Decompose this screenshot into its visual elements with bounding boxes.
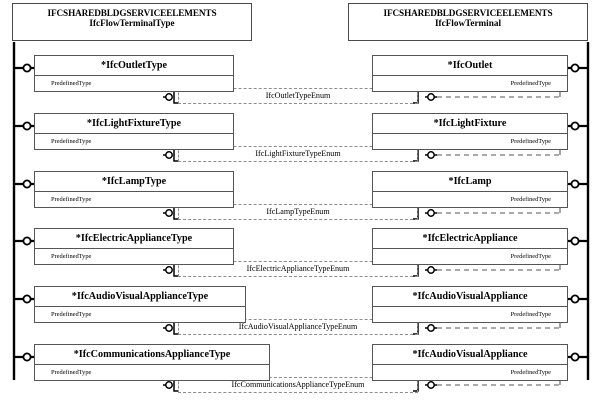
entity-title-cell[interactable]: *IfcLamp: [372, 171, 568, 192]
schema-entity-right: IfcFlowTerminal: [434, 18, 501, 29]
entity-left-1[interactable]: *IfcOutletType PredefinedType: [34, 55, 234, 92]
entity-attribute-cell[interactable]: PredefinedType: [34, 249, 234, 265]
attribute-name: PredefinedType: [510, 196, 551, 203]
entity-right-2[interactable]: *IfcLightFixture PredefinedType: [372, 113, 568, 150]
entity-name: *IfcAudioVisualAppliance: [412, 291, 528, 302]
enum-name: IfcAudioVisualApplianceTypeEnum: [236, 321, 360, 332]
attribute-name: PredefinedType: [510, 253, 551, 260]
right-branch-circles: [570, 63, 580, 362]
entity-title-cell[interactable]: *IfcElectricApplianceType: [34, 228, 234, 249]
attribute-name: PredefinedType: [51, 138, 92, 145]
attribute-name: PredefinedType: [51, 369, 92, 376]
entity-name: *IfcCommunicationsApplianceType: [73, 349, 231, 360]
enum-box-6[interactable]: IfcCommunicationsApplianceTypeEnum: [178, 377, 418, 393]
entity-left-2[interactable]: *IfcLightFixtureType PredefinedType: [34, 113, 234, 150]
enum-name: IfcCommunicationsApplianceTypeEnum: [229, 379, 367, 390]
schema-name-right: IFCSHAREDBLDGSERVICEELEMENTS: [383, 8, 553, 18]
right-attribute-circles: [427, 93, 435, 389]
entity-name: *IfcAudioVisualApplianceType: [71, 291, 209, 302]
entity-title-cell[interactable]: *IfcLightFixture: [372, 113, 568, 134]
entity-left-6[interactable]: *IfcCommunicationsApplianceType Predefin…: [34, 344, 270, 381]
entity-right-1[interactable]: *IfcOutlet PredefinedType: [372, 55, 568, 92]
entity-name: *IfcOutlet: [447, 60, 493, 71]
entity-attribute-cell[interactable]: PredefinedType: [372, 134, 568, 150]
entity-title-cell[interactable]: *IfcLampType: [34, 171, 234, 192]
enum-name: IfcLightFixtureTypeEnum: [253, 148, 343, 159]
entity-name: *IfcElectricAppliance: [422, 233, 518, 244]
entity-left-5[interactable]: *IfcAudioVisualApplianceType PredefinedT…: [34, 286, 246, 323]
enum-name: IfcOutletTypeEnum: [263, 90, 333, 101]
entity-title-cell[interactable]: *IfcAudioVisualAppliance: [372, 344, 568, 365]
entity-attribute-cell[interactable]: PredefinedType: [34, 365, 270, 381]
enum-box-1[interactable]: IfcOutletTypeEnum: [178, 88, 418, 104]
entity-attribute-cell[interactable]: PredefinedType: [34, 192, 234, 208]
entity-right-5[interactable]: *IfcAudioVisualAppliance PredefinedType: [372, 286, 568, 323]
attribute-name: PredefinedType: [510, 138, 551, 145]
attribute-name: PredefinedType: [510, 311, 551, 318]
enum-box-3[interactable]: IfcLampTypeEnum: [178, 204, 418, 220]
entity-name: *IfcAudioVisualAppliance: [412, 349, 528, 360]
schema-name-left: IFCSHAREDBLDGSERVICEELEMENTS: [47, 8, 217, 18]
entity-attribute-cell[interactable]: PredefinedType: [372, 192, 568, 208]
entity-title-cell[interactable]: *IfcOutletType: [34, 55, 234, 76]
schema-entity-left: IfcFlowTerminalType: [89, 18, 175, 29]
entity-attribute-cell[interactable]: PredefinedType: [372, 307, 568, 323]
enum-box-5[interactable]: IfcAudioVisualApplianceTypeEnum: [178, 319, 418, 335]
left-branch-circles: [22, 63, 32, 362]
entity-attribute-cell[interactable]: PredefinedType: [34, 307, 246, 323]
entity-attribute-cell[interactable]: PredefinedType: [372, 249, 568, 265]
entity-name: *IfcLightFixture: [433, 118, 507, 129]
attribute-name: PredefinedType: [510, 369, 551, 376]
entity-right-3[interactable]: *IfcLamp PredefinedType: [372, 171, 568, 208]
left-branch-lines: [14, 66, 34, 359]
attribute-name: PredefinedType: [51, 311, 92, 318]
right-branch-lines: [568, 66, 588, 359]
entity-right-6[interactable]: *IfcAudioVisualAppliance PredefinedType: [372, 344, 568, 381]
entity-name: *IfcLamp: [448, 176, 492, 187]
enum-box-4[interactable]: IfcElectricApplianceTypeEnum: [178, 261, 418, 277]
entity-attribute-cell[interactable]: PredefinedType: [34, 134, 234, 150]
entity-name: *IfcOutletType: [100, 60, 168, 71]
entity-title-cell[interactable]: *IfcElectricAppliance: [372, 228, 568, 249]
entity-name: *IfcLampType: [101, 176, 167, 187]
right-enum-dashed-stubs: [437, 96, 560, 386]
attribute-name: PredefinedType: [51, 196, 92, 203]
entity-left-3[interactable]: *IfcLampType PredefinedType: [34, 171, 234, 208]
entity-attribute-cell[interactable]: PredefinedType: [372, 365, 568, 381]
entity-attribute-cell[interactable]: PredefinedType: [34, 76, 234, 92]
enum-name: IfcElectricApplianceTypeEnum: [244, 263, 352, 274]
entity-title-cell[interactable]: *IfcAudioVisualApplianceType: [34, 286, 246, 307]
schema-header-right: IFCSHAREDBLDGSERVICEELEMENTS IfcFlowTerm…: [348, 3, 588, 41]
enum-box-2[interactable]: IfcLightFixtureTypeEnum: [178, 146, 418, 162]
entity-attribute-cell[interactable]: PredefinedType: [372, 76, 568, 92]
attribute-name: PredefinedType: [510, 80, 551, 87]
left-attribute-circles: [165, 93, 173, 389]
entity-right-4[interactable]: *IfcElectricAppliance PredefinedType: [372, 228, 568, 265]
entity-name: *IfcLightFixtureType: [86, 118, 182, 129]
attribute-name: PredefinedType: [51, 253, 92, 260]
entity-title-cell[interactable]: *IfcOutlet: [372, 55, 568, 76]
entity-name: *IfcElectricApplianceType: [75, 233, 193, 244]
entity-title-cell[interactable]: *IfcAudioVisualAppliance: [372, 286, 568, 307]
attribute-name: PredefinedType: [51, 80, 92, 87]
enum-name: IfcLampTypeEnum: [264, 206, 332, 217]
schema-header-left: IFCSHAREDBLDGSERVICEELEMENTS IfcFlowTerm…: [12, 3, 252, 41]
entity-title-cell[interactable]: *IfcCommunicationsApplianceType: [34, 344, 270, 365]
entity-left-4[interactable]: *IfcElectricApplianceType PredefinedType: [34, 228, 234, 265]
entity-title-cell[interactable]: *IfcLightFixtureType: [34, 113, 234, 134]
